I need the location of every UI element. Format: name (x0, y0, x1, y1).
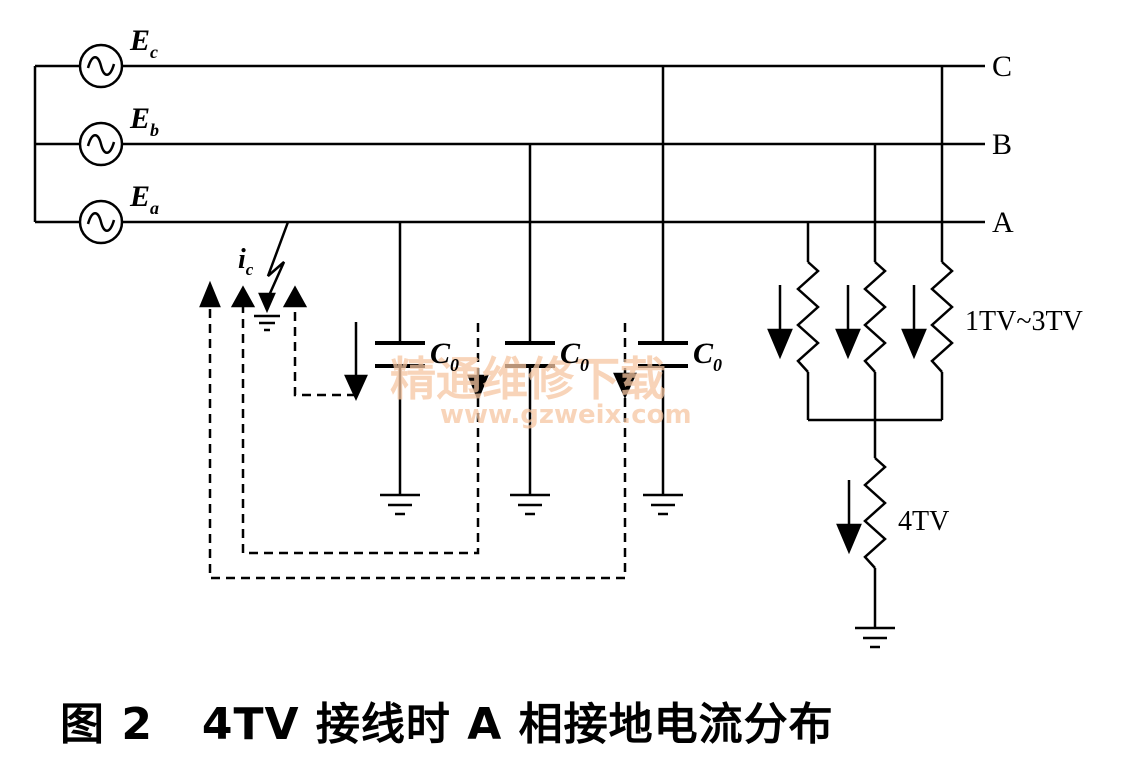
tv3-resistor (930, 261, 954, 373)
tv1-arrow (767, 328, 793, 360)
line-a-label: A (992, 206, 1014, 239)
watermark-url: www.gzweix.com (440, 400, 692, 430)
tv-resistors (796, 261, 954, 569)
capacitor-3-label: C0 (693, 337, 722, 375)
fault-current-label: ic (238, 244, 254, 279)
path-c0-1 (293, 305, 356, 397)
ground-icon (643, 493, 683, 516)
source-ea-label: Ea (129, 180, 159, 218)
tv1-resistor (796, 261, 820, 373)
figure-caption: 图 2 4TV 接线时 A 相接地电流分布 (60, 699, 834, 750)
tv2-arrow (835, 328, 861, 360)
return-arrow (282, 285, 308, 308)
cap2-arrow (467, 374, 489, 402)
source-ea (78, 199, 124, 245)
tv-group-label: 1TV~3TV (965, 306, 1083, 337)
tv4-resistor (863, 457, 887, 569)
line-b-label: B (992, 128, 1012, 161)
capacitors (375, 341, 688, 368)
cap1-arrow (344, 374, 368, 402)
tv2-resistor (863, 261, 887, 373)
fault-bolt (265, 221, 290, 301)
fault-ground-icon (254, 314, 280, 332)
fault-current-arrow (258, 292, 276, 314)
source-eb (78, 121, 124, 167)
tv3-arrow (901, 328, 927, 360)
ground-icon (855, 626, 895, 649)
cap3-arrow (613, 372, 637, 400)
tv4-label: 4TV (898, 506, 949, 537)
return-arrow (199, 280, 221, 308)
watermark-cn: 精通维修下载 (390, 352, 666, 406)
wiring (33, 64, 985, 628)
path-c0-2 (241, 305, 480, 555)
path-c0-3 (208, 300, 627, 580)
capacitor-1-label: C0 (430, 337, 459, 375)
line-c-label: C (992, 50, 1012, 83)
source-ec (78, 43, 124, 89)
source-ec-label: Ec (129, 24, 158, 62)
capacitor-2-label: C0 (560, 337, 589, 375)
ground-icon (510, 493, 550, 516)
tv4-arrow (836, 523, 862, 555)
ground-symbols (254, 314, 895, 649)
source-eb-label: Eb (129, 102, 159, 140)
current-paths (208, 300, 627, 580)
arrows (199, 280, 927, 555)
ground-icon (380, 493, 420, 516)
return-arrow (230, 285, 256, 308)
